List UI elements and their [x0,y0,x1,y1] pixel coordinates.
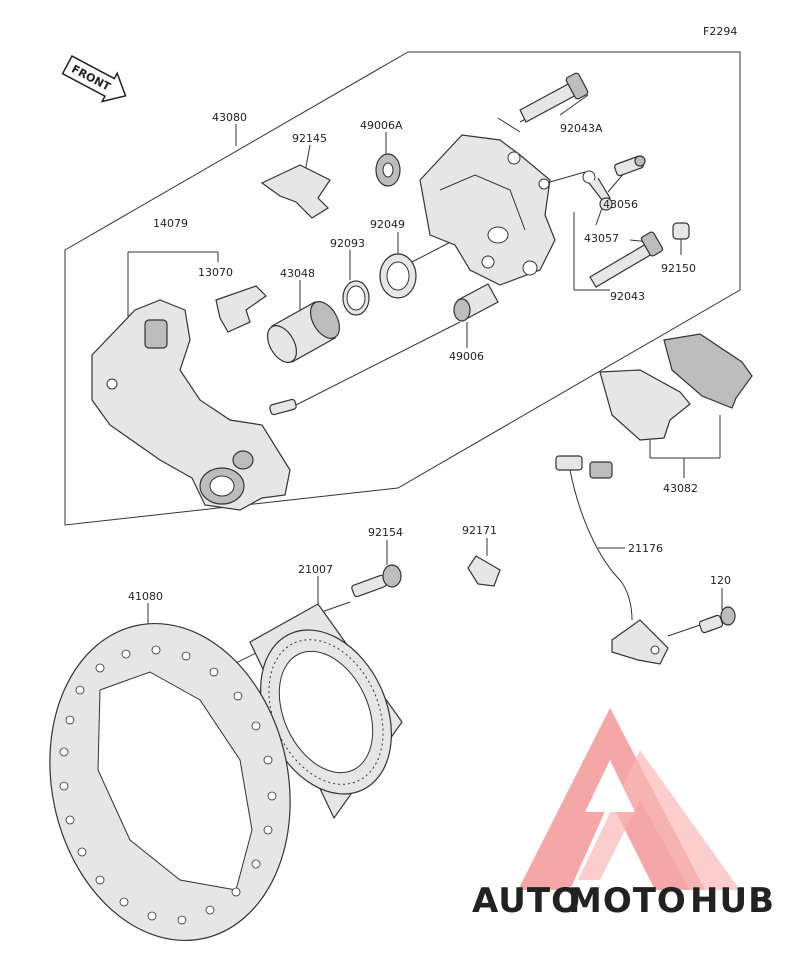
piston-43048 [266,301,341,363]
label-120: 120 [710,574,731,587]
watermark-auto: AUTO [472,881,581,921]
watermark-hub: HUB [690,881,775,921]
label-92154: 92154 [368,526,403,539]
bolt-120 [698,606,736,634]
label-92171: 92171 [462,524,497,537]
pads-43082 [599,333,753,441]
label-43082: 43082 [663,482,698,495]
label-92043: 92043 [610,290,645,303]
label-43056: 43056 [603,198,638,211]
part-labels: 43080 92145 49006A 92043A 43056 43057 92… [128,111,731,603]
bleeder-43056 [614,155,646,177]
pin-92043 [589,231,664,288]
label-92043A: 92043A [560,122,603,135]
brake-disc-41080 [49,622,291,942]
clip-92145 [260,164,331,219]
label-13070: 13070 [198,266,233,279]
sensor-21176 [555,455,669,665]
label-92145: 92145 [292,132,327,145]
sensor-ring-21007 [249,603,403,820]
cap-92150 [672,222,690,240]
seal-92049 [379,253,417,299]
seal-92093 [342,280,370,316]
watermark-text: AUTO MOTO HUB [472,881,775,921]
clip-92171 [467,555,501,587]
watermark-moto: MOTO [568,881,687,921]
plate-13070 [215,285,267,333]
label-43048: 43048 [280,267,315,280]
caliper-assembly-boundary [64,51,741,526]
front-arrow-icon: FRONT [61,55,127,103]
label-21007: 21007 [298,563,333,576]
label-21176: 21176 [628,542,663,555]
seal-49006A [375,153,401,187]
bolt-92154 [351,564,402,598]
label-43057: 43057 [584,232,619,245]
boot-49006 [453,283,499,322]
pin-92043A [519,72,589,123]
label-43080: 43080 [212,111,247,124]
figure-code: F2294 [703,25,737,38]
caliper-body [419,134,556,286]
label-49006: 49006 [449,350,484,363]
label-41080: 41080 [128,590,163,603]
bracket-14079 [91,299,297,511]
label-92150: 92150 [661,262,696,275]
label-92093: 92093 [330,237,365,250]
label-92049: 92049 [370,218,405,231]
label-49006A: 49006A [360,119,403,132]
cap-43057 [582,170,613,211]
label-14079: 14079 [153,217,188,230]
watermark-logo [518,708,740,890]
